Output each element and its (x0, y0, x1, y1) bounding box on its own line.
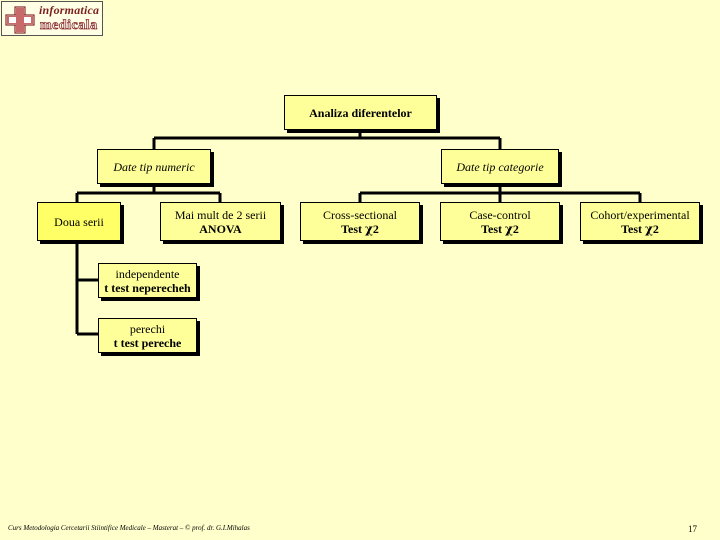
independente-line1: independente (115, 266, 180, 281)
logo-text-line1: informatica (39, 3, 100, 17)
doua-serii-node: Doua serii (37, 202, 121, 241)
test-suffix: 2 (512, 221, 519, 236)
doua-serii-label: Doua serii (54, 214, 104, 229)
test-prefix: Test (481, 221, 505, 236)
case-control-node: Case-control Test χ2 (440, 202, 560, 241)
mai-mult-line1: Mai mult de 2 serii (174, 207, 267, 222)
numeric-node-label: Date tip numeric (113, 159, 195, 174)
logo-text-line2: medicala (40, 18, 98, 34)
case-control-test: Test χ2 (481, 222, 519, 236)
cross-sectional-node: Cross-sectional Test χ2 (300, 202, 420, 241)
cross-sectional-test: Test χ2 (341, 222, 379, 236)
chi-symbol: χ (365, 221, 373, 236)
footer-text: Curs Metodologia Cercetarii Stiintifice … (8, 524, 250, 532)
test-suffix: 2 (652, 221, 659, 236)
independente-line2: t test neperecheh (104, 280, 191, 295)
mai-mult-node: Mai mult de 2 serii ANOVA (160, 202, 281, 241)
perechi-line1: perechi (129, 321, 166, 336)
test-suffix: 2 (372, 221, 379, 236)
test-prefix: Test (621, 221, 645, 236)
chi-symbol: χ (645, 221, 653, 236)
case-control-line1: Case-control (469, 207, 531, 222)
test-prefix: Test (341, 221, 365, 236)
perechi-node: perechi t test pereche (98, 318, 197, 353)
cohort-line1: Cohort/experimental (590, 207, 690, 222)
independente-node: independente t test neperecheh (98, 263, 197, 298)
cohort-node: Cohort/experimental Test χ2 (580, 202, 700, 241)
root-node-label: Analiza diferentelor (309, 105, 412, 120)
perechi-line2: t test pereche (113, 335, 182, 350)
chi-symbol: χ (505, 221, 513, 236)
page-number: 17 (688, 524, 697, 534)
mai-mult-line2: ANOVA (199, 221, 242, 236)
root-node: Analiza diferentelor (284, 95, 437, 130)
logo: informatica medicala (1, 1, 103, 36)
cross-sectional-line1: Cross-sectional (323, 207, 397, 222)
logo-cross-icon (5, 6, 35, 34)
numeric-node: Date tip numeric (97, 149, 211, 184)
categorie-node: Date tip categorie (441, 149, 559, 184)
categorie-node-label: Date tip categorie (456, 159, 544, 174)
cohort-test: Test χ2 (621, 222, 659, 236)
